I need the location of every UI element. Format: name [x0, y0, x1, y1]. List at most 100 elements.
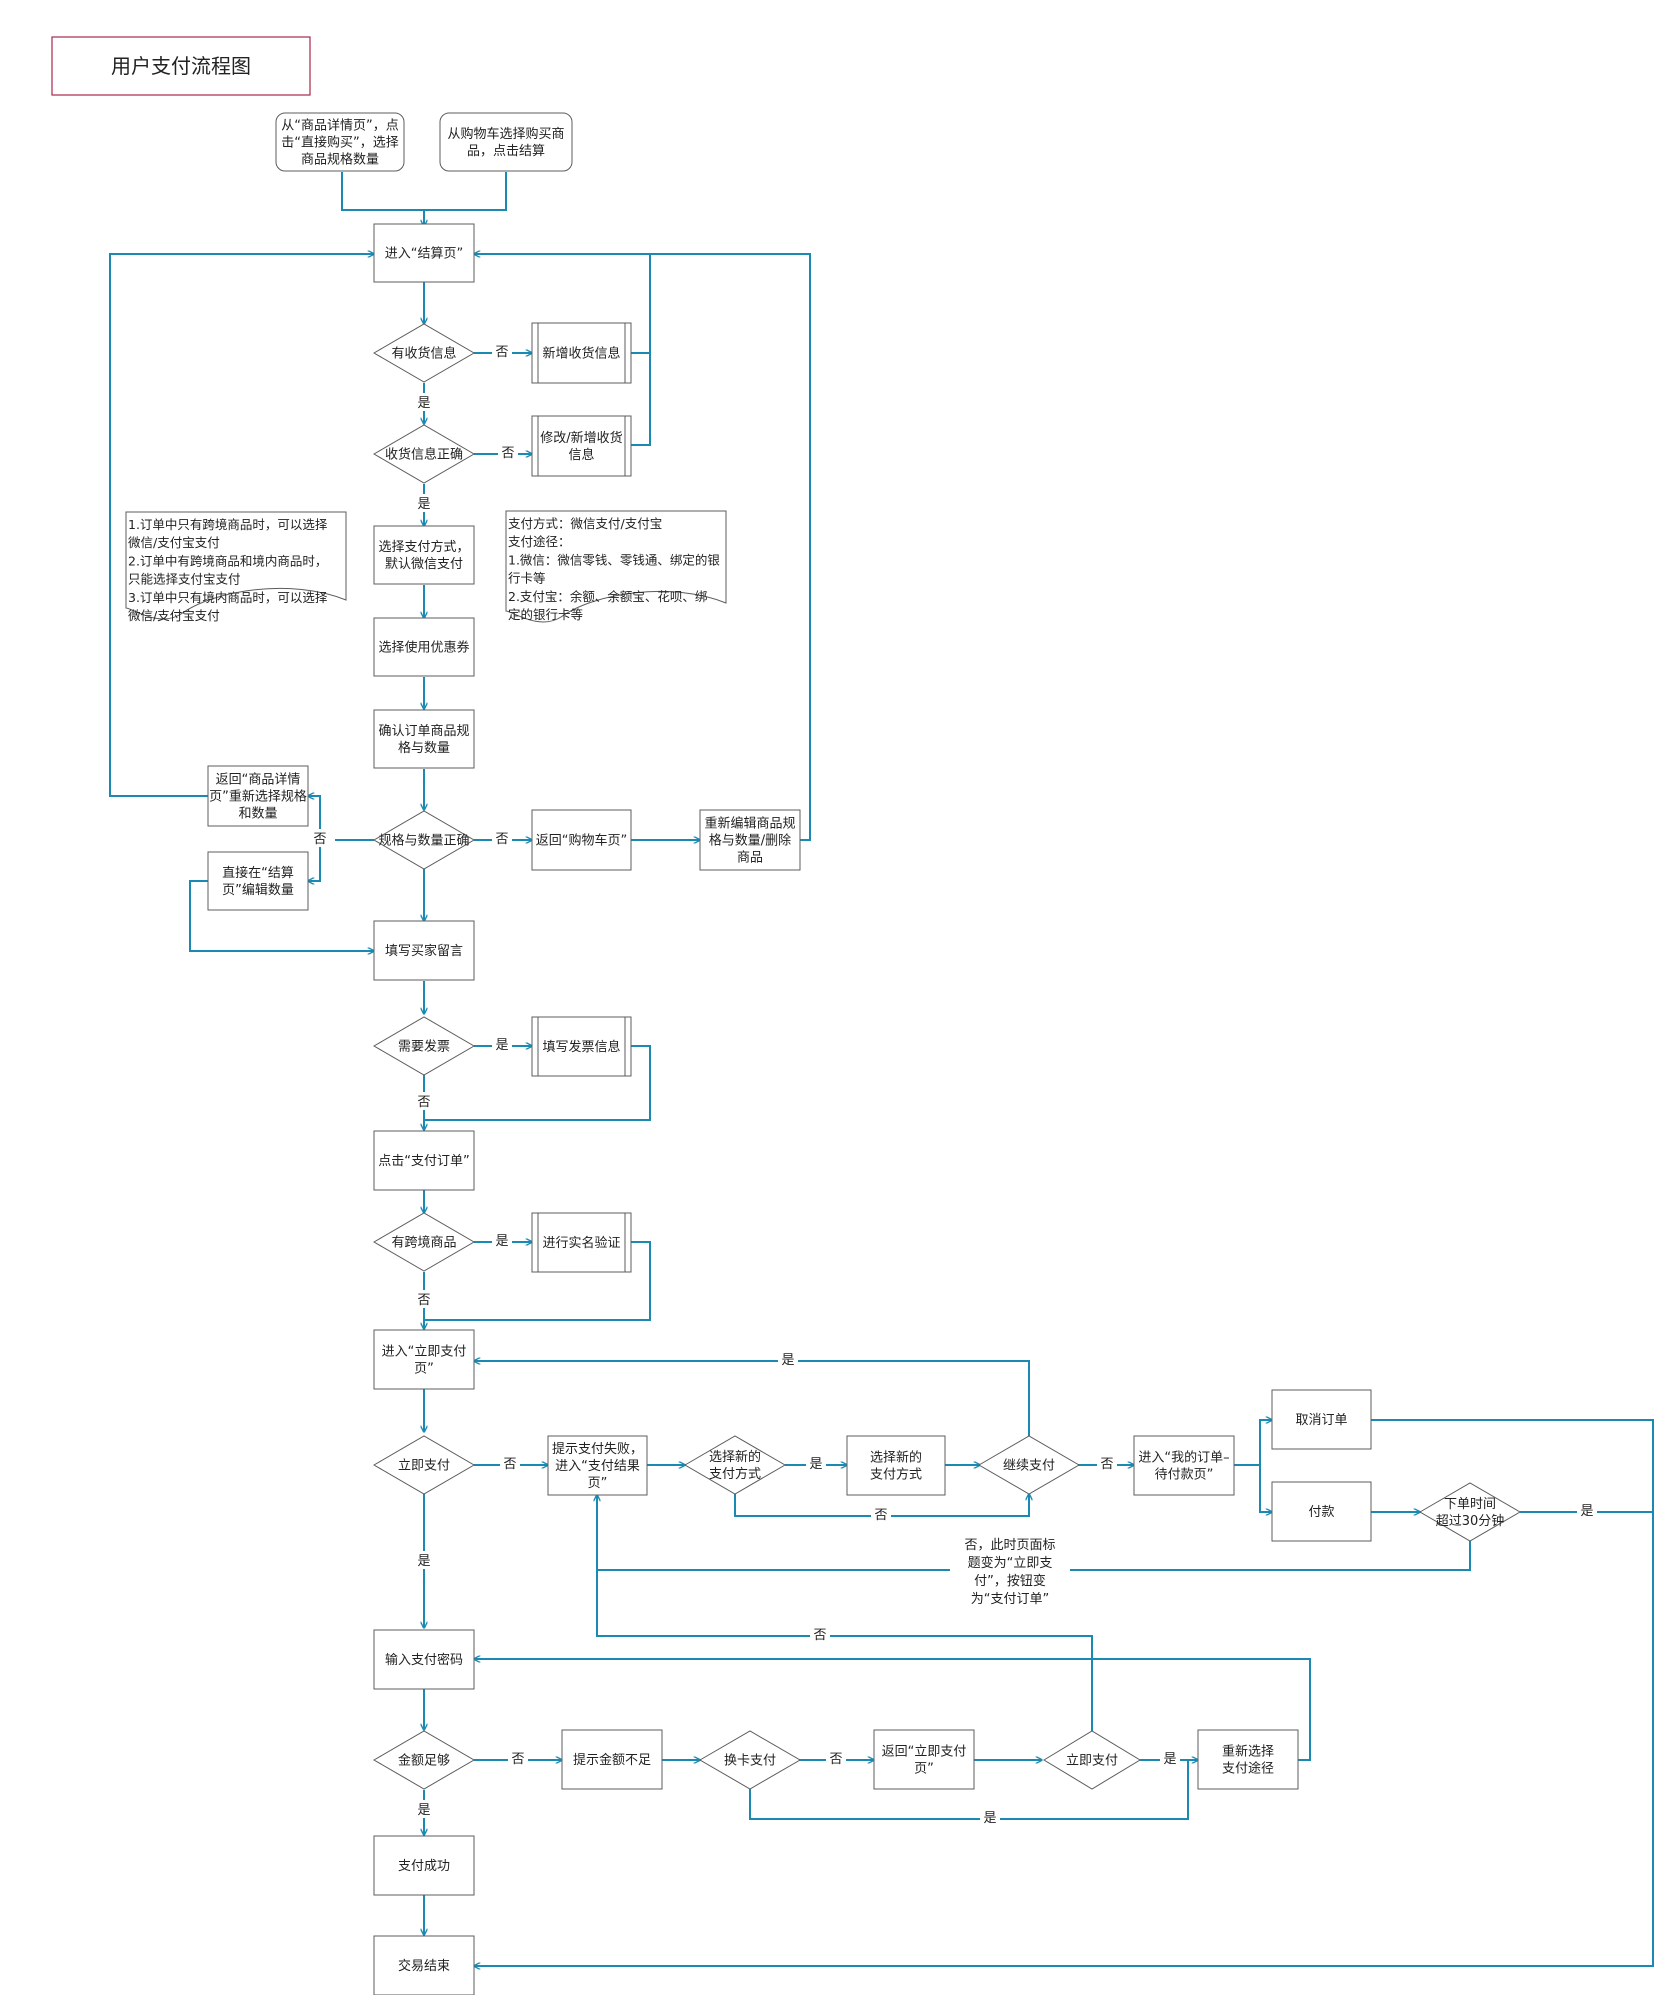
node-text-line: 页”: [414, 1362, 434, 1377]
node-text-line: 金额足够: [398, 1753, 450, 1769]
svg-text:否: 否: [417, 1095, 430, 1110]
note-text-line: 支付途径：: [508, 534, 571, 549]
svg-text:题变为“立即支: 题变为“立即支: [968, 1555, 1053, 1571]
node-text-line: 商品: [737, 851, 763, 866]
node-text-line: 页”编辑数量: [222, 883, 294, 898]
node-pay-now2: 立即支付: [1043, 1730, 1141, 1790]
node-text-line: 交易结束: [398, 1958, 450, 1974]
node-text-line: 进入“立即支付: [382, 1345, 467, 1360]
edge-label-no: 否: [508, 1749, 528, 1767]
node-text-line: 选择支付方式，: [378, 539, 469, 555]
note-text-line: 1.微信：微信零钱、零钱通、绑定的银: [508, 552, 720, 567]
node-text-line: 和数量: [238, 807, 277, 822]
node-pay-now: 立即支付: [373, 1435, 475, 1495]
note-text-line: 1.订单中只有跨境商品时，可以选择: [128, 517, 328, 532]
node-text-line: 支付成功: [398, 1859, 450, 1874]
edge-label-no: 否: [1097, 1454, 1117, 1472]
svg-text:否: 否: [417, 1293, 430, 1308]
node-address-correct: 收货信息正确: [373, 424, 475, 484]
edge-label-yes: 是: [414, 1551, 434, 1569]
edge-label-no: 否: [826, 1749, 846, 1767]
node-realname-verify: 进行实名验证: [531, 1212, 632, 1273]
svg-text:是: 是: [417, 1803, 430, 1818]
note-right-note: 支付方式：微信支付/支付宝支付途径：1.微信：微信零钱、零钱通、绑定的银行卡等2…: [505, 510, 727, 623]
node-text-line: 进行实名验证: [542, 1235, 620, 1251]
svg-text:否，此时页面标: 否，此时页面标: [964, 1538, 1055, 1553]
node-text-line: 从购物车选择购买商: [447, 126, 564, 142]
edge-label-yes: 是: [492, 1035, 512, 1053]
edge-label-no: 否: [871, 1505, 891, 1523]
svg-text:是: 是: [809, 1457, 822, 1472]
node-text-line: 取消订单: [1295, 1413, 1347, 1428]
svg-text:是: 是: [495, 1038, 508, 1053]
svg-text:付”，按钮变: 付”，按钮变: [974, 1573, 1046, 1589]
edge-label-no: 否: [414, 1092, 434, 1110]
node-text-line: 立即支付: [1066, 1754, 1118, 1769]
node-text-line: 页”: [588, 1476, 608, 1491]
node-text-line: 收货信息正确: [385, 447, 463, 463]
edge-label-yes: 是: [778, 1350, 798, 1368]
edge-label-no: 否: [500, 1454, 520, 1472]
node-text-line: 支付方式: [870, 1467, 922, 1483]
node-text-line: 进入“我的订单–: [1138, 1450, 1229, 1466]
node-edit-address: 修改/新增收货信息: [531, 415, 632, 477]
node-choose-payment: 选择支付方式，默认微信支付: [373, 525, 475, 585]
node-text-line: 新增收货信息: [542, 346, 620, 362]
edge-label-no: 否: [414, 1290, 434, 1308]
svg-text:是: 是: [781, 1353, 794, 1368]
node-text-line: 进入“结算页”: [385, 247, 463, 262]
node-text-line: 默认微信支付: [385, 556, 463, 572]
node-insufficient: 提示金额不足: [561, 1729, 663, 1790]
note-left-note: 1.订单中只有跨境商品时，可以选择微信/支付宝支付2.订单中有跨境商品和境内商品…: [125, 511, 347, 623]
edge-label-yes: 是: [492, 1231, 512, 1249]
edge-label-yes: 是: [414, 494, 434, 512]
edges: [109, 172, 1654, 1966]
node-text-line: 格与数量: [398, 740, 450, 756]
note-text-line: 行卡等: [508, 571, 546, 586]
svg-text:用户支付流程图: 用户支付流程图: [111, 54, 251, 78]
svg-text:是: 是: [983, 1811, 996, 1826]
node-text-line: 待付款页”: [1155, 1468, 1214, 1483]
edge-label-yes: 是: [414, 393, 434, 411]
node-text-line: 有跨境商品: [391, 1236, 456, 1251]
node-text-line: 换卡支付: [724, 1754, 776, 1769]
edge-label-no: 否: [310, 829, 330, 847]
node-buyer-message: 填写买家留言: [373, 920, 475, 981]
node-my-orders: 进入“我的订单– 待付款页”: [1133, 1435, 1235, 1496]
edge-label-yes: 是: [1577, 1501, 1597, 1519]
node-spec-correct: 规格与数量正确: [373, 810, 475, 870]
edge-label-yes: 是: [806, 1454, 826, 1472]
edge-label-yes: 是: [980, 1808, 1000, 1826]
node-text-line: 提示支付失败，: [552, 1441, 643, 1457]
edge-label-no: 否: [492, 342, 512, 360]
node-text-line: 点击“支付订单”: [378, 1154, 469, 1169]
node-text-line: 确认订单商品规: [378, 724, 469, 739]
node-text-line: 格与数量/删除: [709, 833, 791, 849]
note-text-line: 只能选择支付宝支付: [128, 572, 241, 587]
svg-text:是: 是: [1163, 1752, 1176, 1767]
node-text-line: 规格与数量正确: [378, 833, 469, 849]
svg-text:否: 否: [495, 832, 508, 847]
node-text-line: 重新选择: [1222, 1744, 1274, 1760]
notes: 1.订单中只有跨境商品时，可以选择微信/支付宝支付2.订单中有跨境商品和境内商品…: [125, 510, 727, 623]
node-text-line: 选择使用优惠券: [378, 640, 469, 656]
node-has-crossborder: 有跨境商品: [373, 1212, 475, 1272]
node-text-line: 支付途径: [1222, 1761, 1274, 1777]
svg-text:否: 否: [495, 345, 508, 360]
node-enter-password: 输入支付密码: [373, 1629, 475, 1690]
edge-label-yes: 是: [1160, 1749, 1180, 1767]
nodes: 从“商品详情页”，点击“直接购买”，选择商品规格数量从购物车选择购买商品，点击结…: [207, 112, 1521, 1995]
node-text-line: 重新编辑商品规: [704, 816, 795, 832]
node-amount-enough: 金额足够: [373, 1730, 475, 1790]
node-need-invoice: 需要发票: [373, 1016, 475, 1076]
node-click-pay-order: 点击“支付订单”: [373, 1130, 475, 1191]
node-text-line: 输入支付密码: [385, 1652, 463, 1668]
note-text-line: 3.订单中只有境内商品时，可以选择: [128, 590, 328, 605]
svg-text:是: 是: [1580, 1504, 1593, 1519]
node-text-line: 支付方式: [709, 1466, 761, 1482]
